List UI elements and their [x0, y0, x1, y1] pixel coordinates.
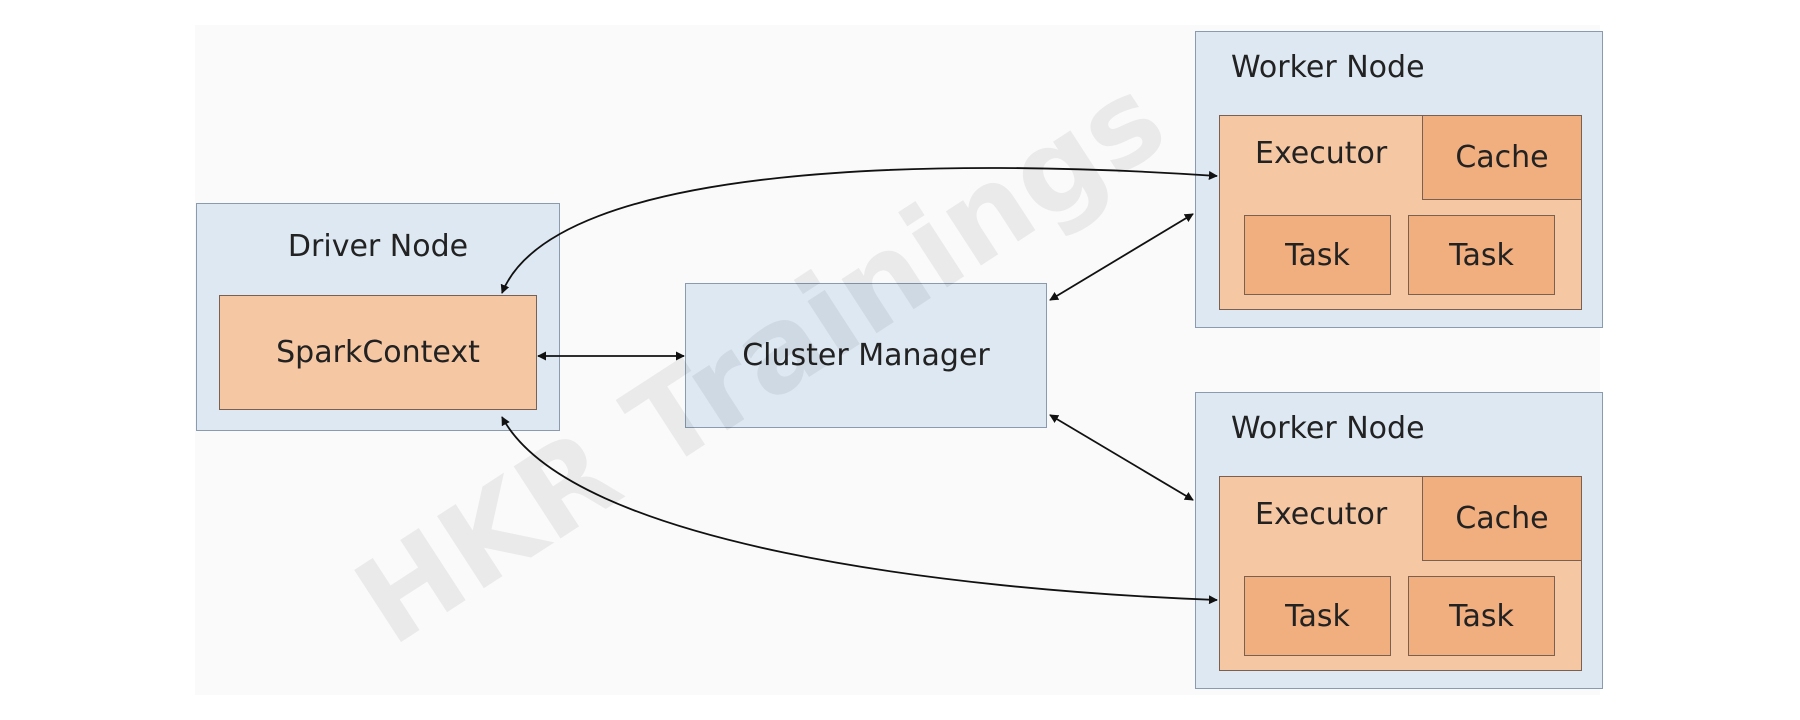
task-2a-label: Task — [1285, 598, 1350, 634]
executor-2-label: Executor — [1255, 497, 1388, 532]
arrow-cluster-manager-worker-1 — [1049, 213, 1194, 301]
executor-1-label: Executor — [1255, 136, 1388, 171]
cache-1: Cache — [1422, 114, 1582, 200]
cluster-manager-label: Cluster Manager — [742, 338, 990, 373]
executor-2: Executor Cache Task Task — [1219, 475, 1582, 671]
worker-node-1: Worker Node Executor Cache Task Task — [1195, 31, 1603, 328]
spark-context-box: SparkContext — [219, 295, 537, 410]
worker-node-1-title: Worker Node — [1231, 50, 1425, 85]
task-2b: Task — [1408, 576, 1555, 656]
worker-node-2-title: Worker Node — [1231, 411, 1425, 446]
task-2b-label: Task — [1449, 598, 1514, 634]
executor-1: Executor Cache Task Task — [1219, 114, 1582, 310]
arrow-driver-to-worker-2 — [501, 416, 1218, 605]
driver-node: Driver Node SparkContext — [196, 203, 560, 431]
task-2a: Task — [1244, 576, 1391, 656]
task-1a: Task — [1244, 215, 1391, 295]
task-1b: Task — [1408, 215, 1555, 295]
task-1b-label: Task — [1449, 237, 1514, 273]
cache-2-label: Cache — [1455, 500, 1549, 536]
driver-node-title: Driver Node — [287, 229, 469, 264]
spark-context-label: SparkContext — [276, 335, 480, 370]
cache-1-label: Cache — [1455, 139, 1549, 175]
arrow-cluster-manager-worker-2 — [1049, 414, 1194, 501]
arrow-driver-to-worker-1 — [500, 167, 1218, 294]
task-1a-label: Task — [1285, 237, 1350, 273]
cache-2: Cache — [1422, 475, 1582, 561]
worker-node-2: Worker Node Executor Cache Task Task — [1195, 392, 1603, 689]
cluster-manager-node: Cluster Manager — [685, 283, 1047, 428]
